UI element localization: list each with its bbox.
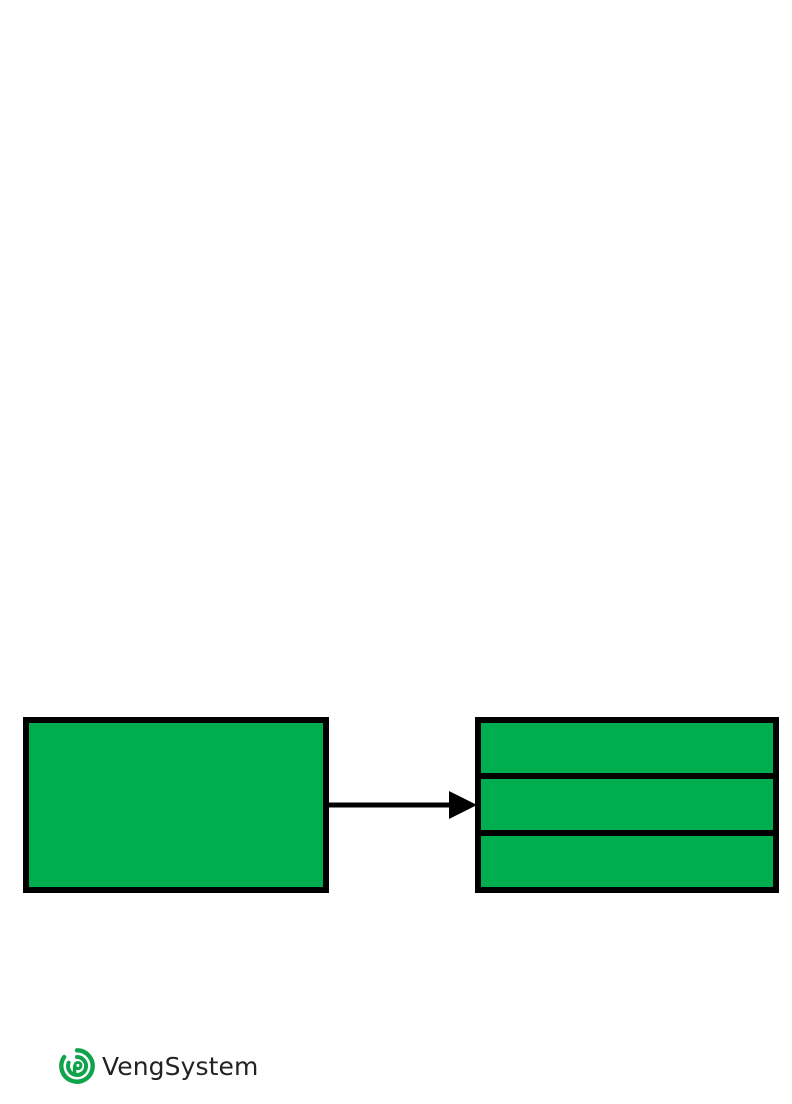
brand-name: VengSystem [102, 1051, 259, 1081]
brand-logo-icon [59, 1048, 95, 1084]
target-stack-row-3 [475, 830, 779, 893]
target-stack-row-2 [475, 773, 779, 836]
brand-footer: VengSystem [58, 1046, 258, 1086]
source-box [23, 717, 329, 893]
target-stack-row-1 [475, 717, 779, 779]
arrow-head [449, 791, 477, 819]
target-stack [475, 717, 779, 893]
